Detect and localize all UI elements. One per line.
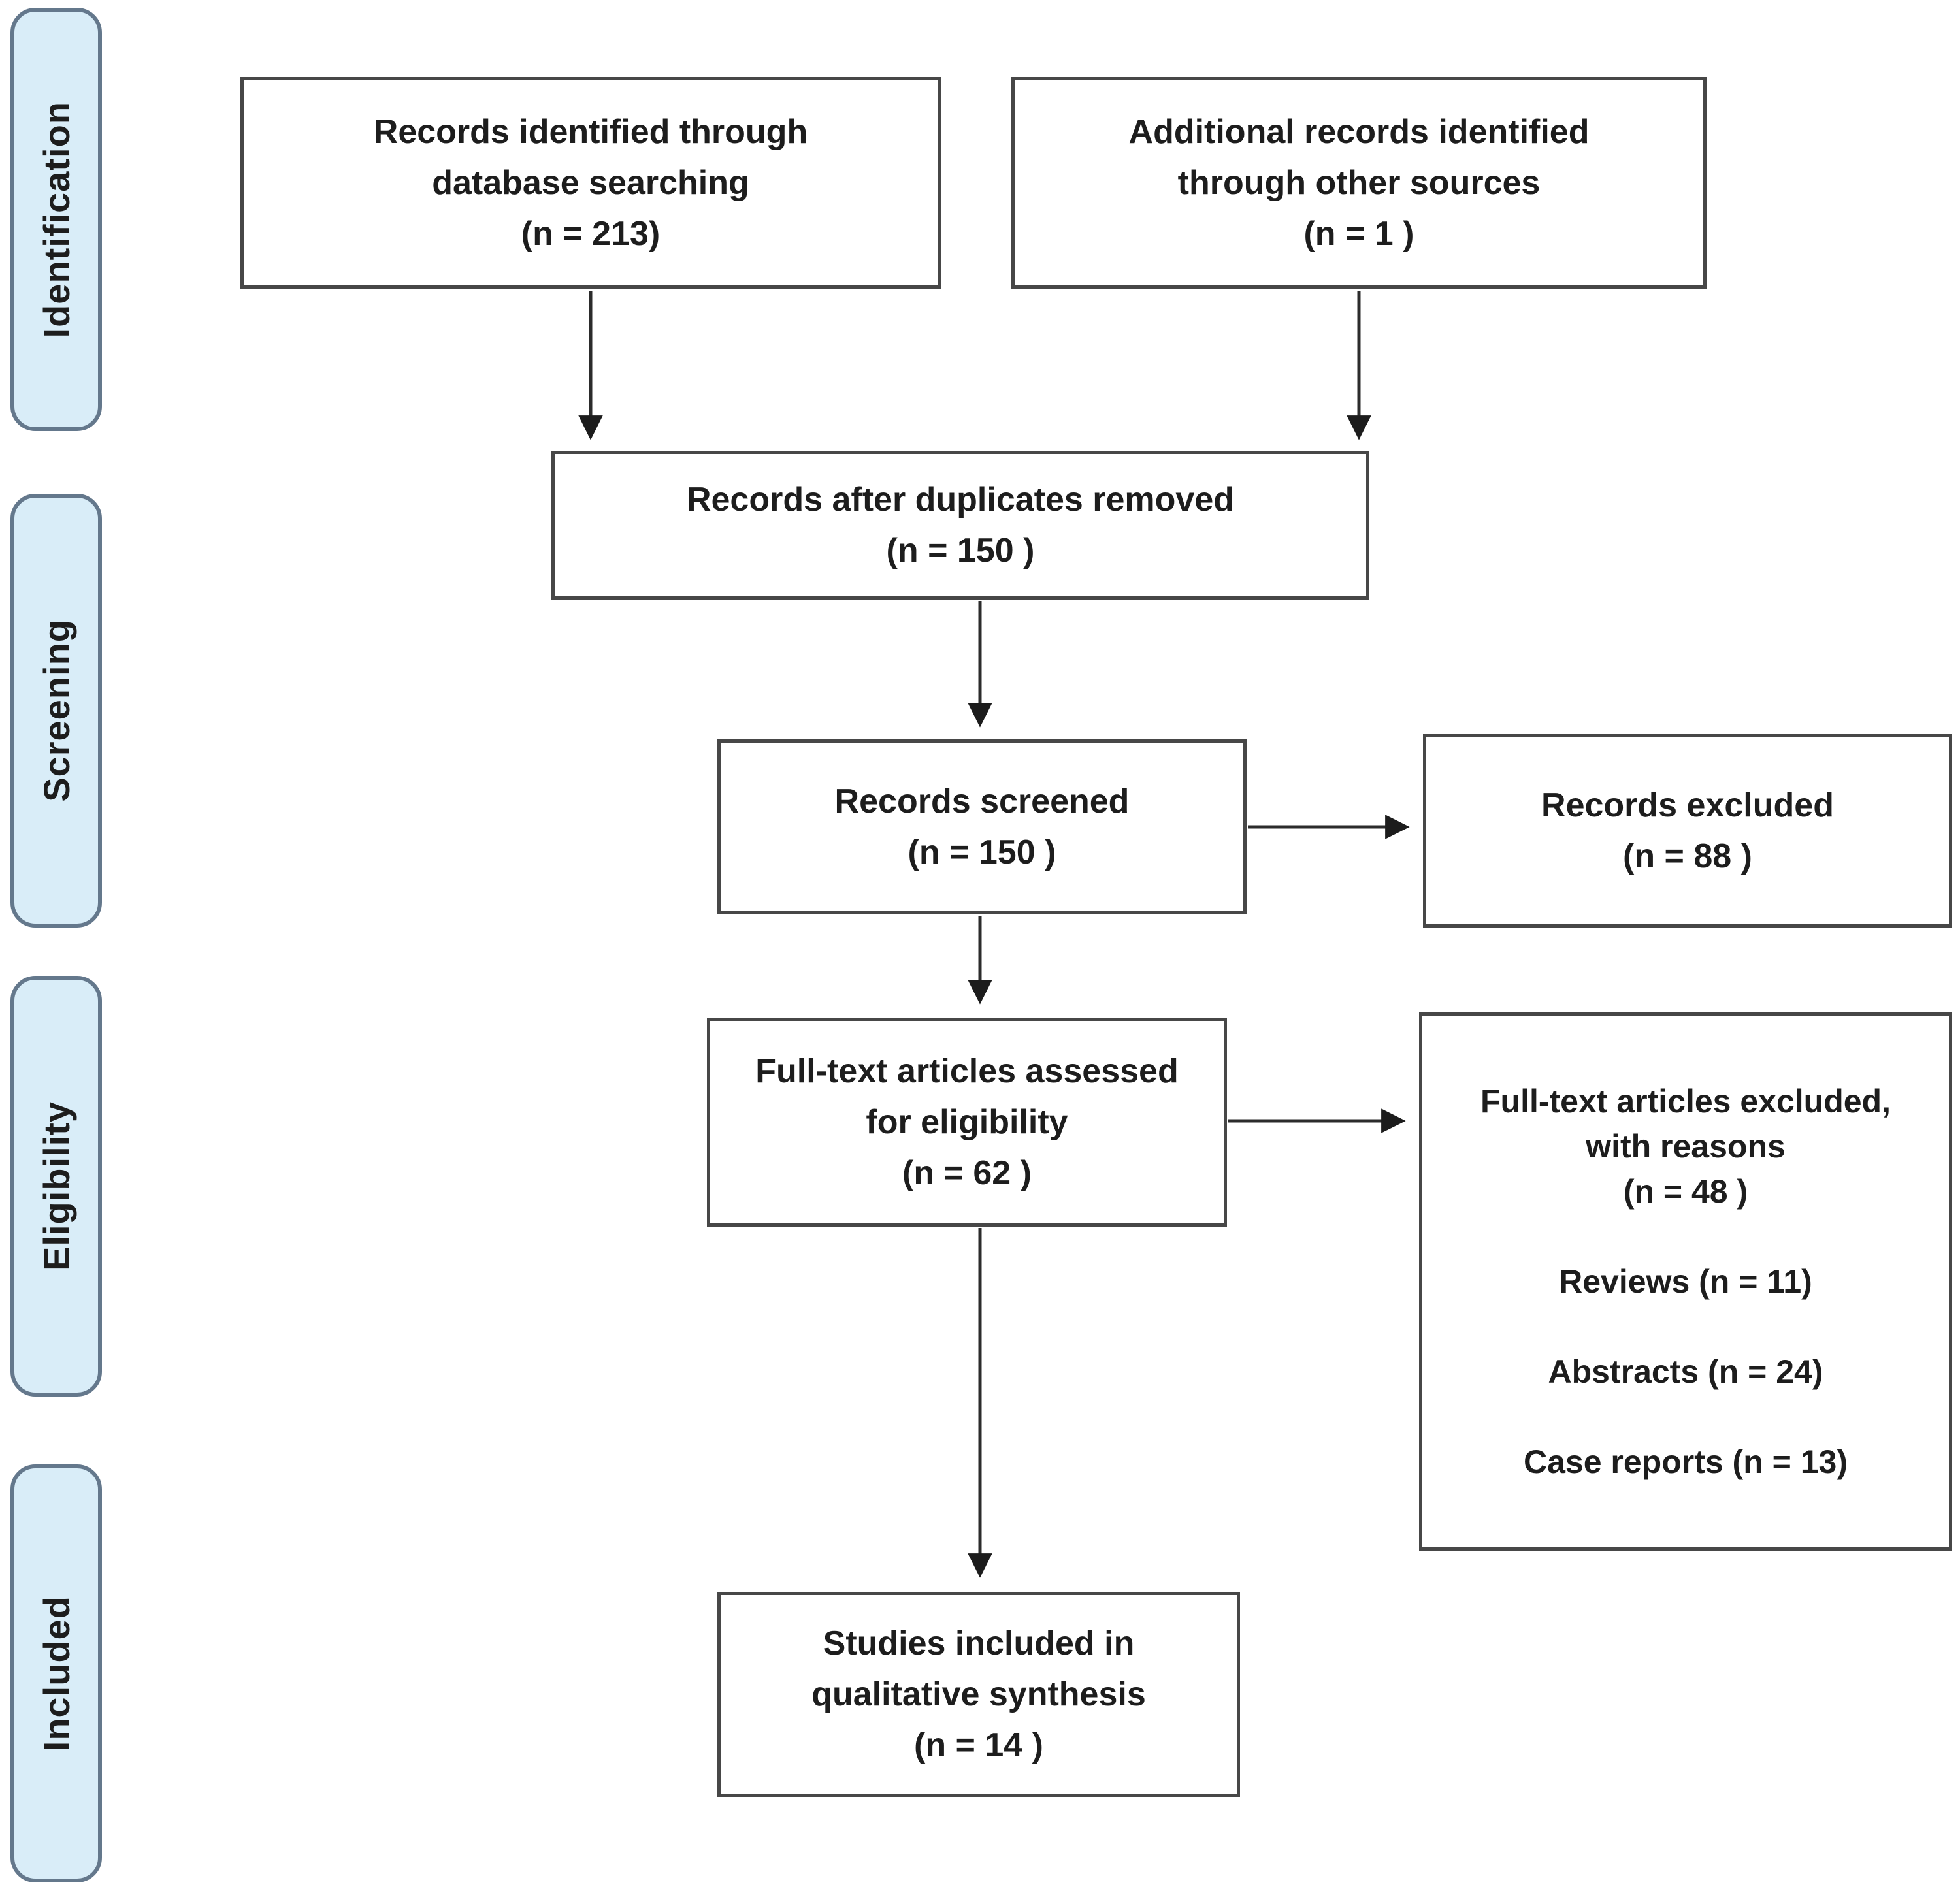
stage-identification: Identification xyxy=(10,8,102,431)
stage-screening: Screening xyxy=(10,494,102,928)
box-fulltext-excluded-text: Full-text articles excluded, with reason… xyxy=(1480,1082,1891,1480)
stage-included: Included xyxy=(10,1464,102,1882)
box-fulltext-assessed-text: Full-text articles assessed for eligibil… xyxy=(755,1052,1179,1192)
box-additional-records-text: Additional records identified through ot… xyxy=(1128,113,1590,253)
box-fulltext-excluded: Full-text articles excluded, with reason… xyxy=(1419,1012,1952,1551)
box-records-identified: Records identified through database sear… xyxy=(240,77,941,289)
stage-identification-label: Identification xyxy=(35,101,77,338)
box-records-screened: Records screened (n = 150 ) xyxy=(717,739,1247,914)
stage-eligibility-label: Eligibility xyxy=(35,1101,77,1271)
box-studies-included-text: Studies included in qualitative synthesi… xyxy=(811,1624,1146,1764)
box-records-excluded-text: Records excluded (n = 88 ) xyxy=(1541,786,1834,875)
box-duplicates-removed: Records after duplicates removed (n = 15… xyxy=(551,451,1369,600)
box-fulltext-assessed: Full-text articles assessed for eligibil… xyxy=(707,1018,1227,1227)
box-records-screened-text: Records screened (n = 150 ) xyxy=(834,783,1130,871)
stage-screening-label: Screening xyxy=(35,619,77,802)
box-additional-records: Additional records identified through ot… xyxy=(1011,77,1707,289)
box-records-excluded: Records excluded (n = 88 ) xyxy=(1423,734,1952,928)
stage-eligibility: Eligibility xyxy=(10,976,102,1397)
box-records-identified-text: Records identified through database sear… xyxy=(373,113,808,253)
box-studies-included: Studies included in qualitative synthesi… xyxy=(717,1592,1240,1797)
stage-included-label: Included xyxy=(35,1595,77,1752)
box-duplicates-removed-text: Records after duplicates removed (n = 15… xyxy=(686,481,1235,570)
